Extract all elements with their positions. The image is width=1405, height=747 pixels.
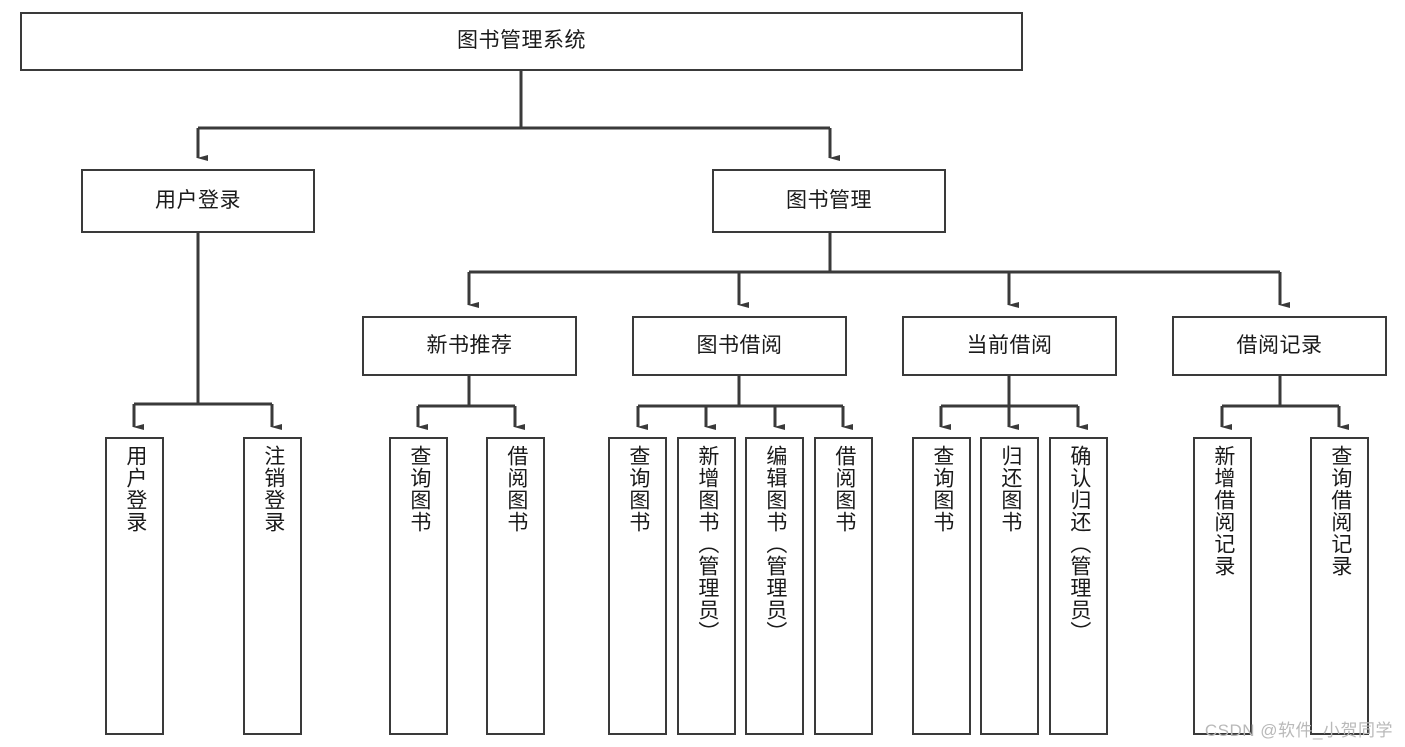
node-leaf-current-query-book[interactable]: 查询图书 bbox=[912, 437, 971, 735]
node-leaf-label: 新增图书（管理员） bbox=[695, 445, 719, 643]
node-leaf-label: 新增借阅记录 bbox=[1211, 445, 1235, 577]
node-leaf-label: 用户登录 bbox=[123, 445, 147, 533]
node-leaf-label: 归还图书 bbox=[998, 445, 1022, 533]
node-book-borrow-label: 图书借阅 bbox=[696, 333, 783, 357]
node-leaf-label: 编辑图书（管理员） bbox=[763, 445, 787, 643]
node-book-management[interactable]: 图书管理 bbox=[712, 169, 946, 233]
node-user-login[interactable]: 用户登录 bbox=[81, 169, 315, 233]
node-leaf-label: 查询图书 bbox=[930, 445, 954, 533]
node-leaf-current-return-book[interactable]: 归还图书 bbox=[980, 437, 1039, 735]
node-leaf-label: 确认归还（管理员） bbox=[1067, 445, 1091, 643]
watermark-text: CSDN @软件_小贺同学 bbox=[1204, 721, 1393, 740]
node-leaf-borrow-query-book[interactable]: 查询图书 bbox=[608, 437, 667, 735]
node-borrow-record[interactable]: 借阅记录 bbox=[1172, 316, 1387, 376]
node-leaf-label: 借阅图书 bbox=[832, 445, 856, 533]
node-leaf-record-query-record[interactable]: 查询借阅记录 bbox=[1310, 437, 1369, 735]
node-leaf-user-login-signout[interactable]: 注销登录 bbox=[243, 437, 302, 735]
node-book-management-label: 图书管理 bbox=[786, 188, 872, 212]
node-leaf-label: 借阅图书 bbox=[504, 445, 528, 533]
node-root-label: 图书管理系统 bbox=[457, 29, 586, 53]
node-new-book-recommend-label: 新书推荐 bbox=[426, 333, 513, 357]
node-leaf-borrow-edit-book[interactable]: 编辑图书（管理员） bbox=[745, 437, 804, 735]
node-borrow-record-label: 借阅记录 bbox=[1236, 333, 1323, 357]
node-leaf-borrow-add-book[interactable]: 新增图书（管理员） bbox=[677, 437, 736, 735]
node-new-book-recommend[interactable]: 新书推荐 bbox=[362, 316, 577, 376]
node-leaf-label: 查询图书 bbox=[407, 445, 431, 533]
node-leaf-borrow-borrow-book[interactable]: 借阅图书 bbox=[814, 437, 873, 735]
node-leaf-label: 注销登录 bbox=[261, 445, 285, 533]
node-leaf-label: 查询图书 bbox=[626, 445, 650, 533]
node-user-login-label: 用户登录 bbox=[155, 188, 241, 212]
node-leaf-recommend-query-book[interactable]: 查询图书 bbox=[389, 437, 448, 735]
node-leaf-label: 查询借阅记录 bbox=[1328, 445, 1352, 577]
node-book-borrow[interactable]: 图书借阅 bbox=[632, 316, 847, 376]
node-root[interactable]: 图书管理系统 bbox=[20, 12, 1023, 71]
node-leaf-record-add-record[interactable]: 新增借阅记录 bbox=[1193, 437, 1252, 735]
node-current-borrow-label: 当前借阅 bbox=[966, 333, 1053, 357]
node-leaf-user-login-signin[interactable]: 用户登录 bbox=[105, 437, 164, 735]
node-current-borrow[interactable]: 当前借阅 bbox=[902, 316, 1117, 376]
node-leaf-current-confirm-return[interactable]: 确认归还（管理员） bbox=[1049, 437, 1108, 735]
node-leaf-recommend-borrow-book[interactable]: 借阅图书 bbox=[486, 437, 545, 735]
